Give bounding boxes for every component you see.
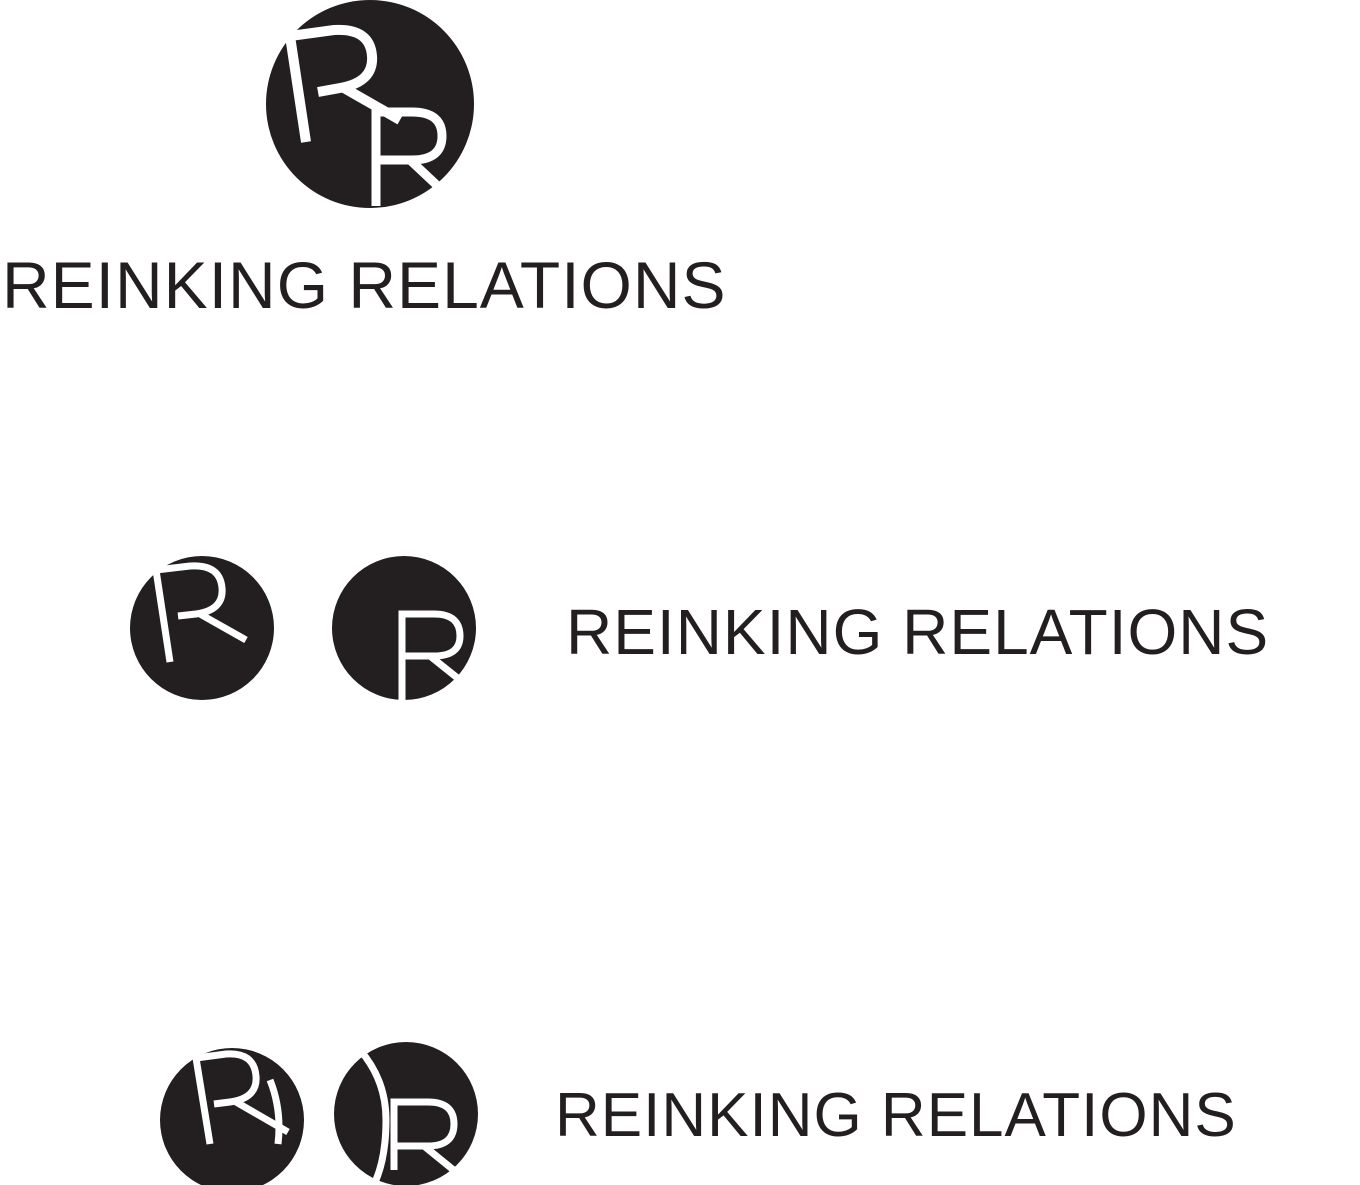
company-wordmark: REINKING RELATIONS	[555, 1081, 1237, 1150]
monogram-disc-right	[334, 1042, 478, 1185]
monogram-letter-r-upright	[357, 1047, 459, 1182]
monogram-letter-r-upright	[371, 107, 447, 206]
rr-monogram-logo-overlap	[160, 1042, 478, 1185]
rr-monogram-logo-split	[130, 556, 476, 702]
monogram-disc-left	[130, 556, 274, 700]
company-wordmark: REINKING RELATIONS	[2, 248, 727, 322]
company-wordmark: REINKING RELATIONS	[566, 596, 1270, 668]
monogram-letter-r-tilted	[191, 1050, 290, 1145]
rr-monogram-logo-large	[266, 0, 474, 208]
monogram-letter-r-upright	[398, 610, 464, 702]
monogram-letter-r-tilted	[151, 562, 248, 663]
monogram-disc-left	[160, 1048, 304, 1185]
